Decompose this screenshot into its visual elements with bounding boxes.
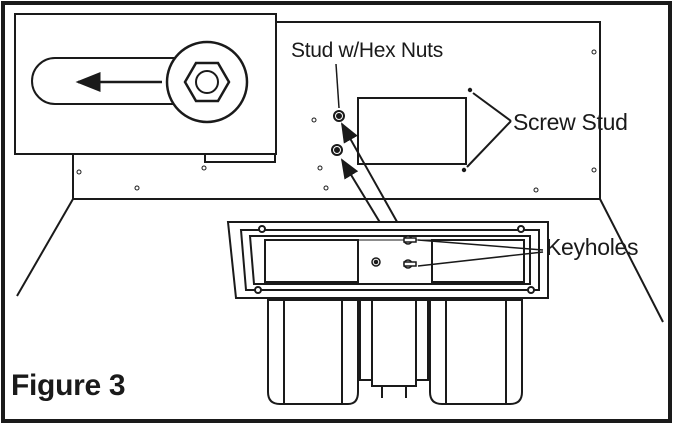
keyhole-arrow-upper (341, 122, 406, 237)
inset-detail-view (14, 13, 277, 155)
screw-studs (461, 87, 473, 173)
hex-nut-studs (331, 110, 345, 156)
label-stud-hex-nuts: Stud w/Hex Nuts (291, 39, 443, 62)
keyhole-leader-lines (417, 239, 544, 267)
label-screw-stud: Screw Stud (513, 109, 628, 135)
stud-leader-line (335, 63, 340, 109)
panel-opening-right (357, 97, 467, 165)
label-keyholes: Keyholes (546, 234, 639, 260)
blower-mounting-frame (226, 221, 549, 299)
figure-caption: Figure 3 (11, 369, 126, 402)
panel-screw-holes (76, 49, 597, 193)
screw-stud-leader-lines (466, 92, 512, 168)
keyhole-slots (371, 235, 417, 269)
cabinet-back-panel (16, 21, 664, 323)
blower-housing (267, 299, 523, 405)
